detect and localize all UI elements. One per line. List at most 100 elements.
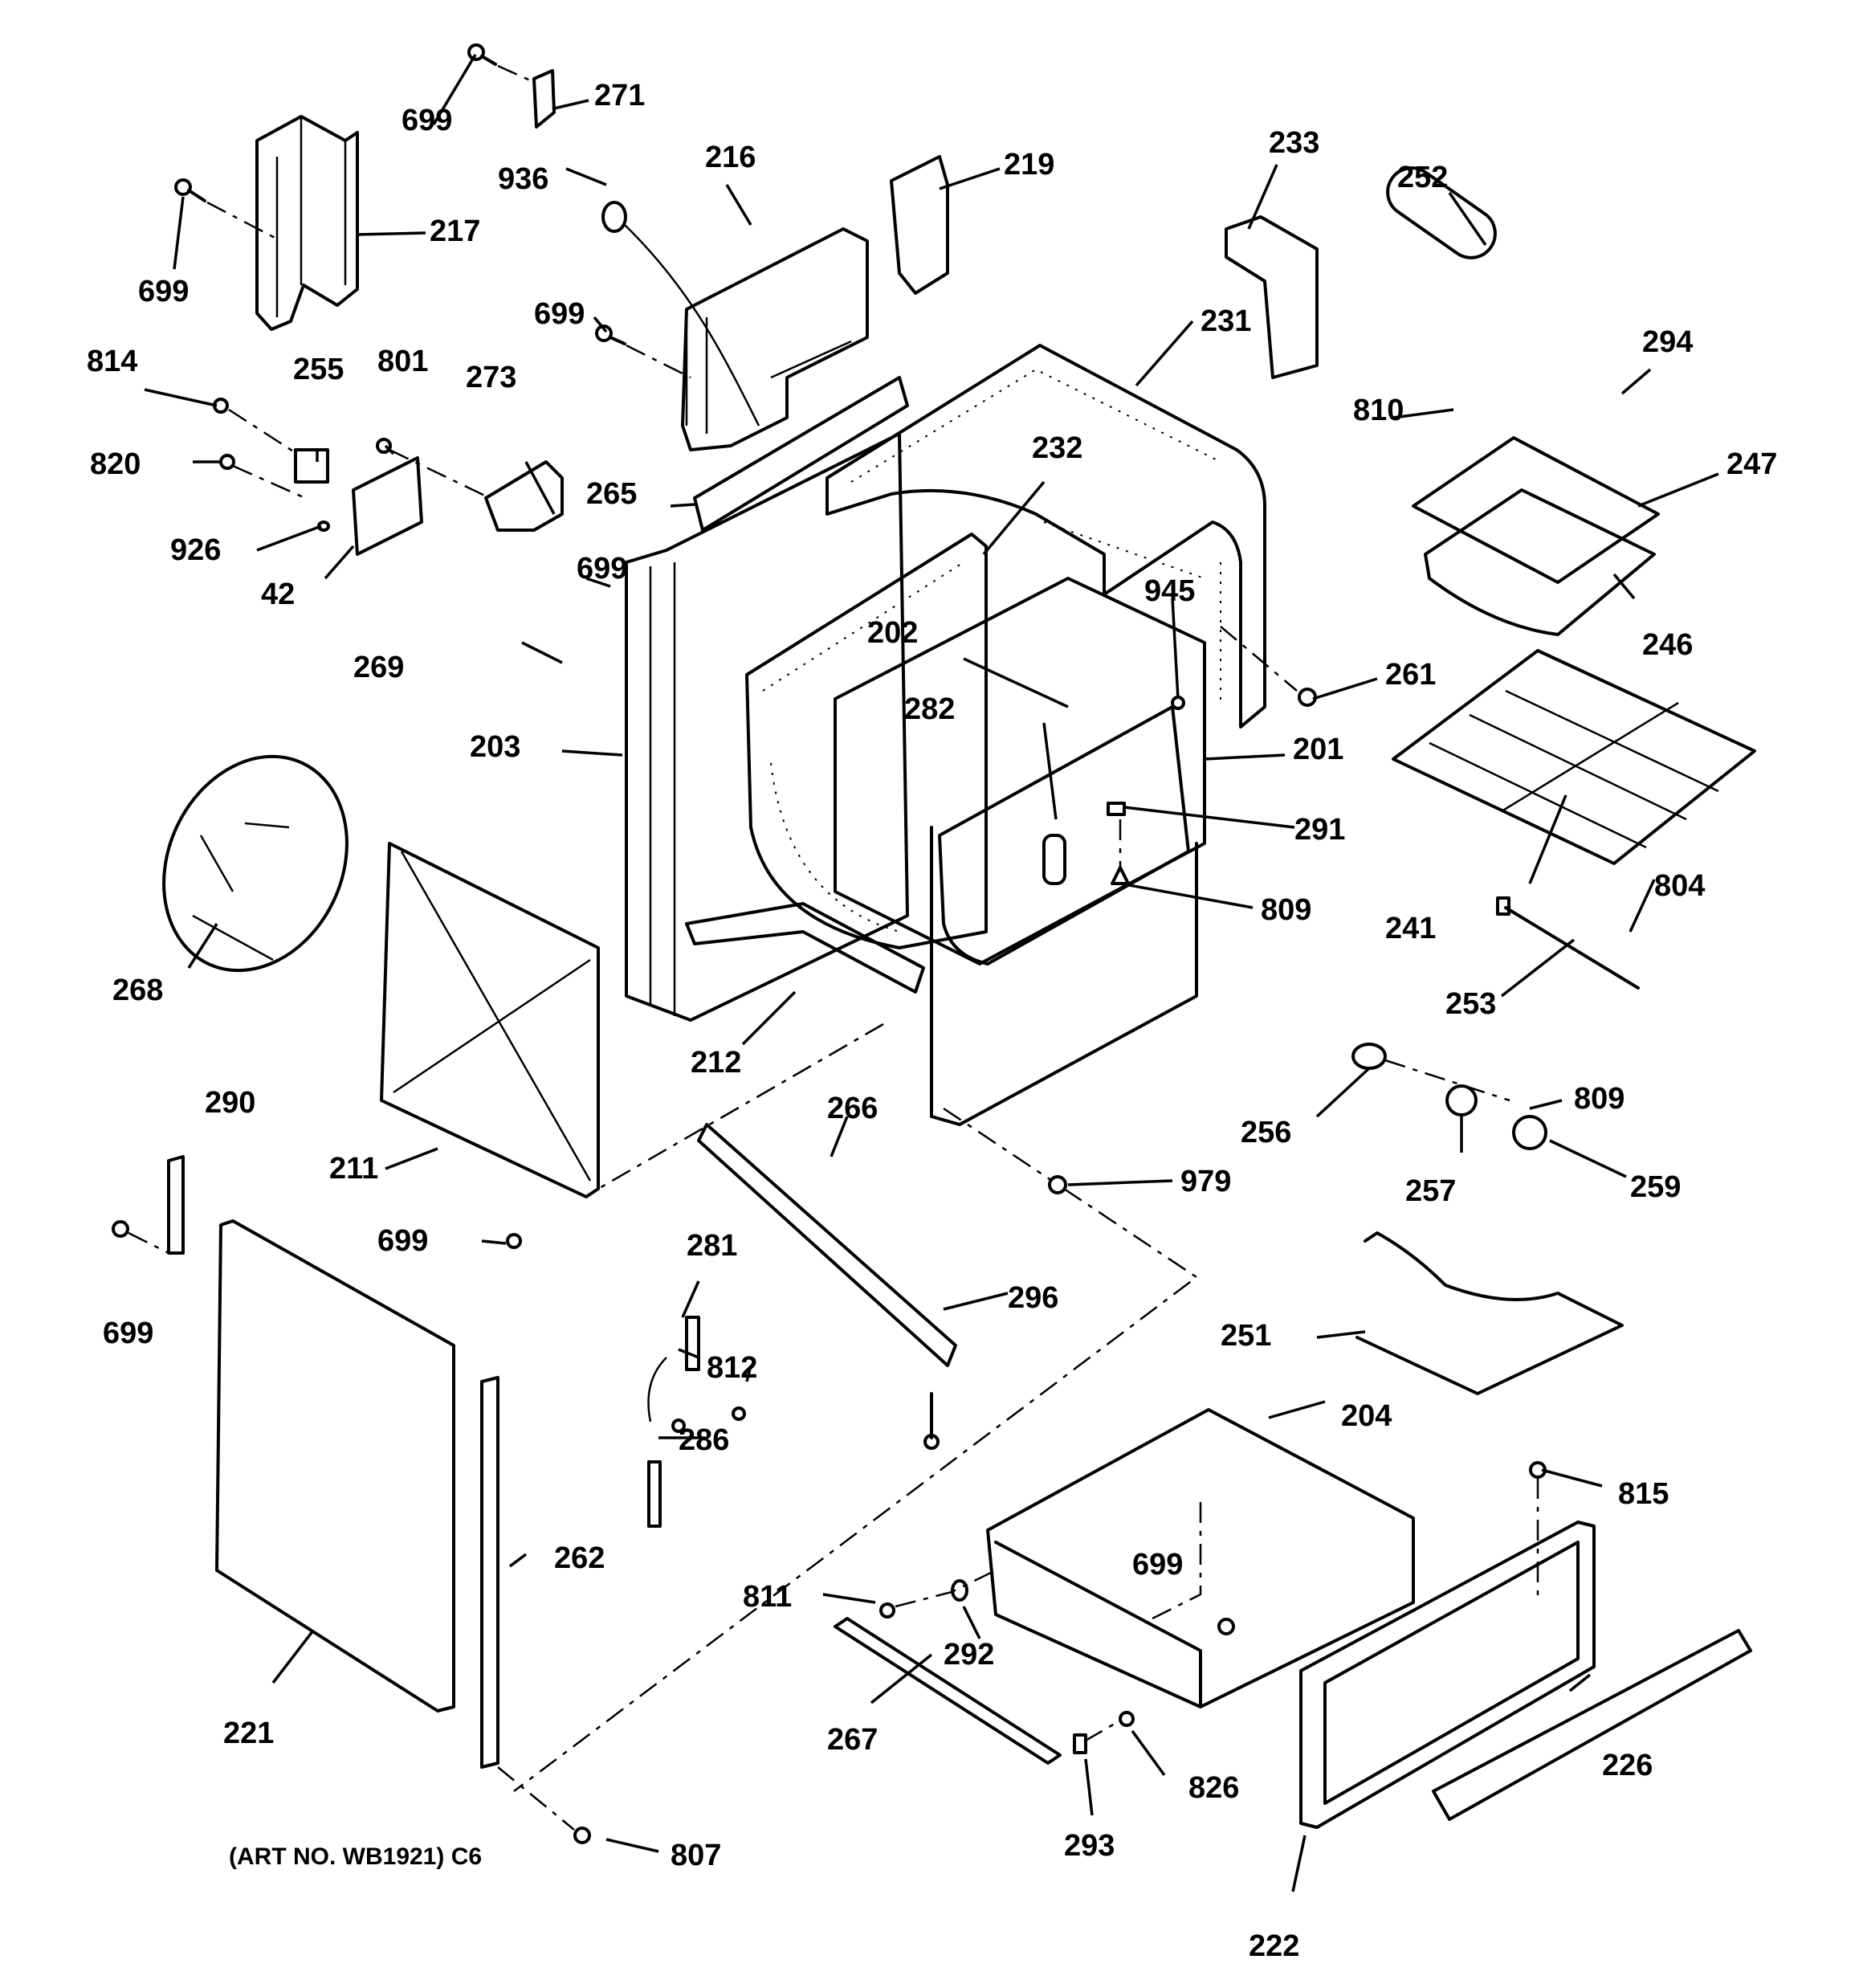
part-936-fitting bbox=[601, 201, 760, 427]
label-699: 699 bbox=[138, 275, 189, 308]
label-256: 256 bbox=[1241, 1116, 1291, 1149]
label-820: 820 bbox=[90, 447, 141, 481]
leader-lines bbox=[144, 54, 1719, 1892]
label-979: 979 bbox=[1180, 1165, 1231, 1198]
label-804: 804 bbox=[1654, 869, 1705, 903]
label-216: 216 bbox=[705, 141, 756, 174]
label-699: 699 bbox=[534, 297, 585, 331]
label-262: 262 bbox=[554, 1541, 605, 1575]
label-826: 826 bbox=[1188, 1771, 1239, 1805]
part-268-detail bbox=[162, 754, 349, 973]
part-203-side-panel bbox=[625, 432, 909, 1022]
part-labels: 699 271 936 216 219 233 252 699 217 699 … bbox=[87, 79, 1777, 1963]
label-259: 259 bbox=[1630, 1170, 1681, 1204]
part-221-side-panel bbox=[112, 1155, 499, 1769]
part-232-insulation bbox=[745, 533, 988, 949]
part-219-baffle bbox=[890, 155, 949, 295]
part-212-bottom-plate bbox=[685, 902, 925, 994]
art-number-caption: (ART NO. WB1921) C6 bbox=[229, 1843, 483, 1870]
label-265: 265 bbox=[586, 477, 637, 511]
label-699: 699 bbox=[402, 104, 452, 137]
part-273-shield bbox=[484, 460, 564, 532]
part-266-rail bbox=[647, 1123, 957, 1528]
label-286: 286 bbox=[679, 1423, 729, 1457]
part-241-oven-rack bbox=[1392, 649, 1756, 865]
label-222: 222 bbox=[1249, 1929, 1299, 1963]
part-251-broil-element bbox=[1355, 1231, 1624, 1395]
label-281: 281 bbox=[687, 1229, 737, 1263]
label-211: 211 bbox=[329, 1152, 378, 1186]
label-42: 42 bbox=[261, 578, 295, 611]
label-217: 217 bbox=[430, 214, 480, 248]
part-267-rail bbox=[834, 1569, 1135, 1765]
label-251: 251 bbox=[1221, 1319, 1271, 1353]
screw-807-icon bbox=[497, 1233, 591, 1844]
part-979-nut bbox=[513, 1023, 1199, 1792]
part-small-fasteners bbox=[1107, 626, 1317, 885]
label-266: 266 bbox=[827, 1092, 878, 1125]
label-926: 926 bbox=[170, 533, 221, 567]
label-253: 253 bbox=[1445, 987, 1496, 1021]
label-212: 212 bbox=[691, 1046, 741, 1080]
label-241: 241 bbox=[1385, 912, 1436, 945]
label-203: 203 bbox=[470, 730, 520, 764]
label-699: 699 bbox=[577, 552, 627, 586]
label-247: 247 bbox=[1726, 447, 1777, 481]
label-257: 257 bbox=[1405, 1174, 1456, 1208]
label-811: 811 bbox=[743, 1580, 792, 1614]
label-936: 936 bbox=[498, 162, 548, 196]
label-271: 271 bbox=[594, 79, 645, 112]
part-252-element bbox=[1225, 166, 1497, 379]
label-294: 294 bbox=[1642, 325, 1693, 359]
label-273: 273 bbox=[466, 361, 516, 394]
part-216-duct bbox=[681, 227, 869, 451]
part-255-terminal-block bbox=[213, 398, 491, 556]
label-292: 292 bbox=[944, 1638, 994, 1672]
label-246: 246 bbox=[1642, 628, 1693, 662]
label-809: 809 bbox=[1261, 893, 1311, 927]
label-261: 261 bbox=[1385, 658, 1436, 692]
label-219: 219 bbox=[1004, 148, 1054, 182]
part-256-lamp-socket bbox=[1351, 1043, 1547, 1150]
part-265-strip bbox=[693, 376, 909, 532]
part-201-oven-liner bbox=[834, 577, 1206, 1126]
part-211-back-panel bbox=[380, 842, 600, 1198]
label-807: 807 bbox=[671, 1839, 721, 1872]
screw-699-icon bbox=[595, 325, 691, 379]
part-271-clip bbox=[467, 43, 556, 129]
label-232: 232 bbox=[1032, 431, 1082, 465]
part-253-sensor bbox=[1496, 896, 1640, 990]
label-282: 282 bbox=[904, 692, 955, 726]
label-202: 202 bbox=[867, 616, 918, 650]
label-221: 221 bbox=[223, 1717, 274, 1750]
label-809: 809 bbox=[1574, 1082, 1625, 1116]
label-204: 204 bbox=[1341, 1399, 1392, 1433]
label-814: 814 bbox=[87, 345, 137, 378]
label-699: 699 bbox=[103, 1316, 153, 1350]
part-222-drawer-front bbox=[1299, 1461, 1752, 1829]
label-293: 293 bbox=[1064, 1829, 1115, 1863]
part-231-wrapper bbox=[826, 344, 1266, 729]
label-815: 815 bbox=[1618, 1477, 1669, 1511]
label-267: 267 bbox=[827, 1723, 878, 1757]
label-226: 226 bbox=[1602, 1749, 1653, 1782]
label-699: 699 bbox=[377, 1224, 428, 1258]
label-290: 290 bbox=[205, 1086, 255, 1120]
label-699: 699 bbox=[1132, 1548, 1183, 1582]
part-204-drawer bbox=[986, 1408, 1415, 1708]
label-269: 269 bbox=[353, 651, 404, 684]
label-268: 268 bbox=[112, 974, 163, 1007]
label-945: 945 bbox=[1144, 574, 1195, 608]
label-233: 233 bbox=[1269, 126, 1319, 160]
label-801: 801 bbox=[377, 345, 428, 378]
label-812: 812 bbox=[707, 1351, 757, 1385]
label-231: 231 bbox=[1201, 304, 1251, 338]
label-255: 255 bbox=[293, 353, 344, 386]
label-296: 296 bbox=[1008, 1281, 1058, 1315]
label-201: 201 bbox=[1293, 733, 1343, 766]
screw-699-icon bbox=[174, 178, 282, 243]
label-810: 810 bbox=[1353, 394, 1404, 427]
part-217-bracket bbox=[255, 115, 359, 331]
part-247-broil-pan bbox=[1412, 436, 1660, 636]
